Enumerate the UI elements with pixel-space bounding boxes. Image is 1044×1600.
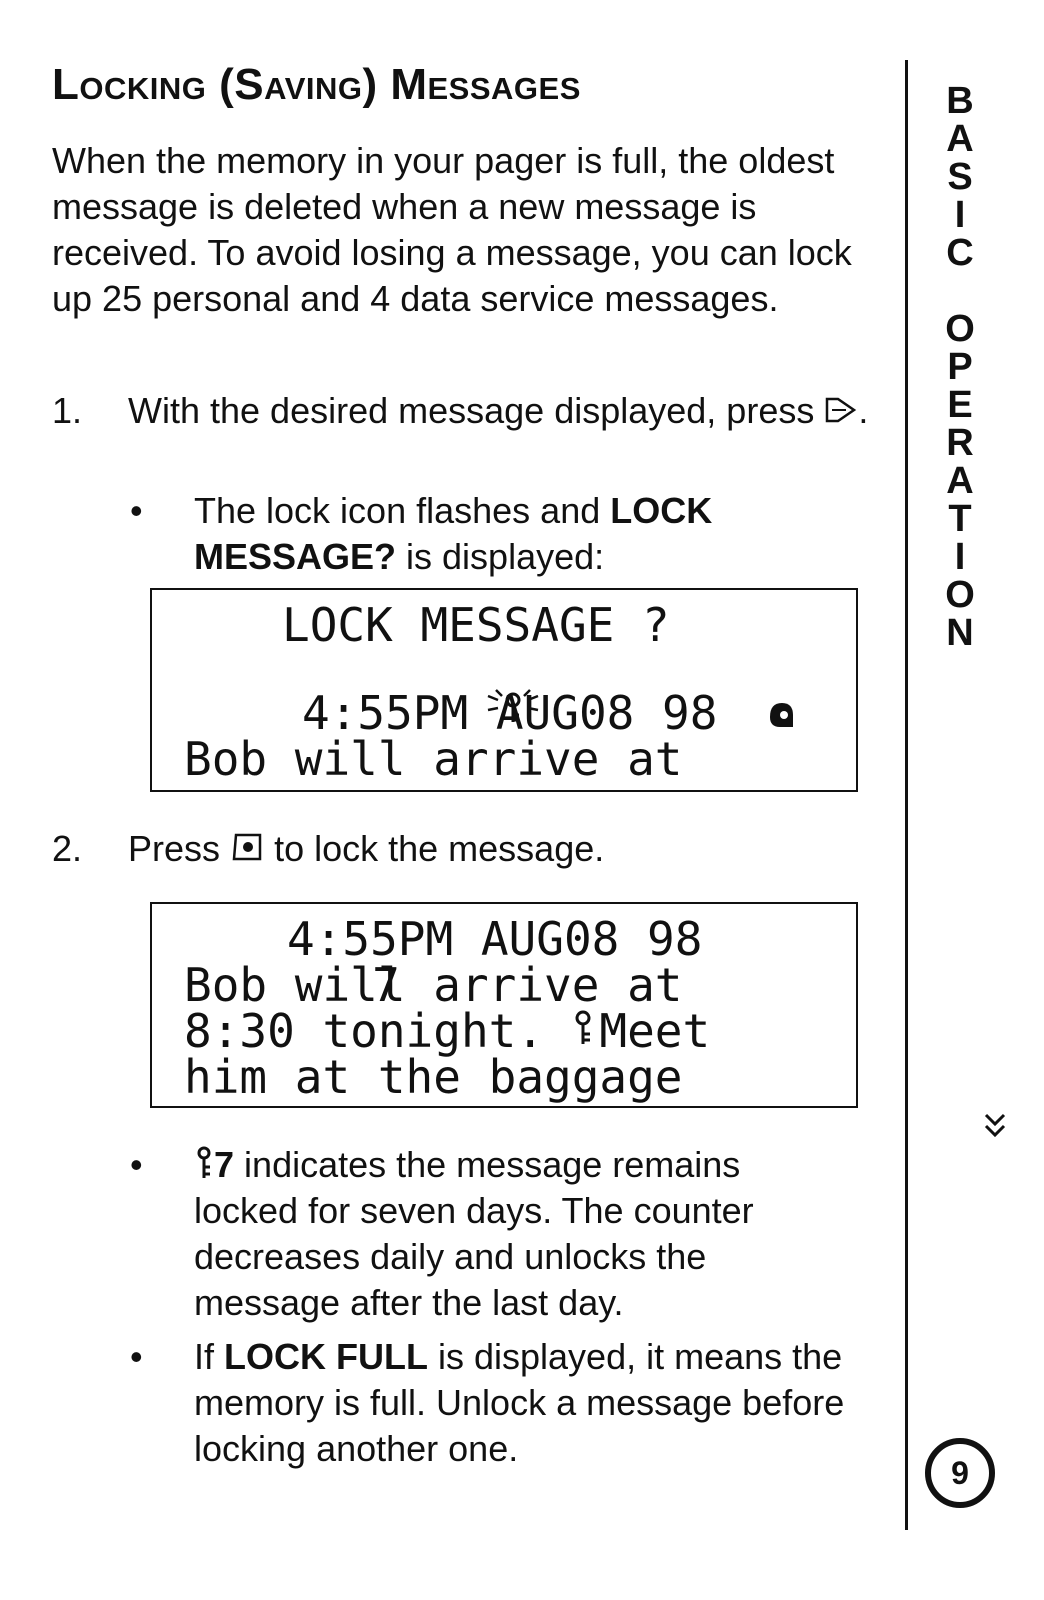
section-tab-letter: I bbox=[954, 536, 966, 578]
section-tab-letter: O bbox=[945, 308, 975, 350]
sidebar-rule bbox=[905, 60, 908, 1530]
lcd-line: him at the baggage bbox=[184, 1050, 683, 1104]
lcd-line: LOCK MESSAGE ? bbox=[282, 598, 670, 652]
lcd-prompt-text: LOCK MESSAGE? bbox=[194, 490, 713, 577]
section-tab-letter: P bbox=[947, 346, 973, 388]
step-text: With the desired message displayed, pres… bbox=[128, 390, 815, 431]
lock-counter: 7 bbox=[214, 1144, 235, 1185]
pager-display-lock-prompt: LOCK MESSAGE ? 4:55PM AUG08 98 Bob will … bbox=[150, 588, 858, 792]
intro-paragraph: When the memory in your pager is full, t… bbox=[52, 140, 852, 319]
page-number: 9 bbox=[925, 1438, 995, 1508]
select-button-icon bbox=[230, 828, 264, 874]
lock-icon bbox=[350, 962, 591, 1044]
lock-flashing-icon bbox=[312, 642, 548, 781]
section-tab-letter: E bbox=[947, 384, 973, 426]
step-number: 2. bbox=[52, 828, 83, 869]
page-title: Locking (Saving) Messages bbox=[52, 60, 581, 109]
pager-display-locked-message: 7 4:55PM AUG08 98 Bob will arrive at 8:3… bbox=[150, 902, 1006, 1138]
section-tab-letter bbox=[930, 272, 990, 310]
pager-alert-icon bbox=[600, 646, 796, 784]
lock-full-text: LOCK FULL bbox=[224, 1336, 428, 1377]
lock-icon bbox=[194, 1145, 214, 1181]
section-tab-letter: R bbox=[946, 422, 974, 464]
lcd-line: Bob will arrive at bbox=[184, 958, 683, 1012]
lcd-line: 4:55PM AUG08 98 bbox=[287, 912, 703, 966]
section-tab-letter: N bbox=[946, 612, 974, 654]
section-tab-letter: A bbox=[946, 118, 974, 160]
section-tab-letter: I bbox=[954, 194, 966, 236]
lcd-line: Bob will arrive at bbox=[184, 732, 683, 786]
scroll-down-icon bbox=[816, 1058, 1008, 1196]
section-tab-letter: A bbox=[946, 460, 974, 502]
lcd-line: 4:55PM AUG08 98 bbox=[302, 686, 718, 740]
step-number: 1. bbox=[52, 390, 83, 431]
section-tab-letter: T bbox=[948, 498, 972, 540]
right-button-icon bbox=[824, 390, 858, 436]
lcd-line: 8:30 tonight. Meet bbox=[184, 1004, 711, 1058]
section-tab-letter: C bbox=[946, 232, 974, 274]
lock-counter: 7 bbox=[372, 958, 400, 1012]
section-tab-letter: O bbox=[945, 574, 975, 616]
section-tab-letter: B bbox=[946, 80, 974, 122]
section-tab-letter: S bbox=[947, 156, 973, 198]
